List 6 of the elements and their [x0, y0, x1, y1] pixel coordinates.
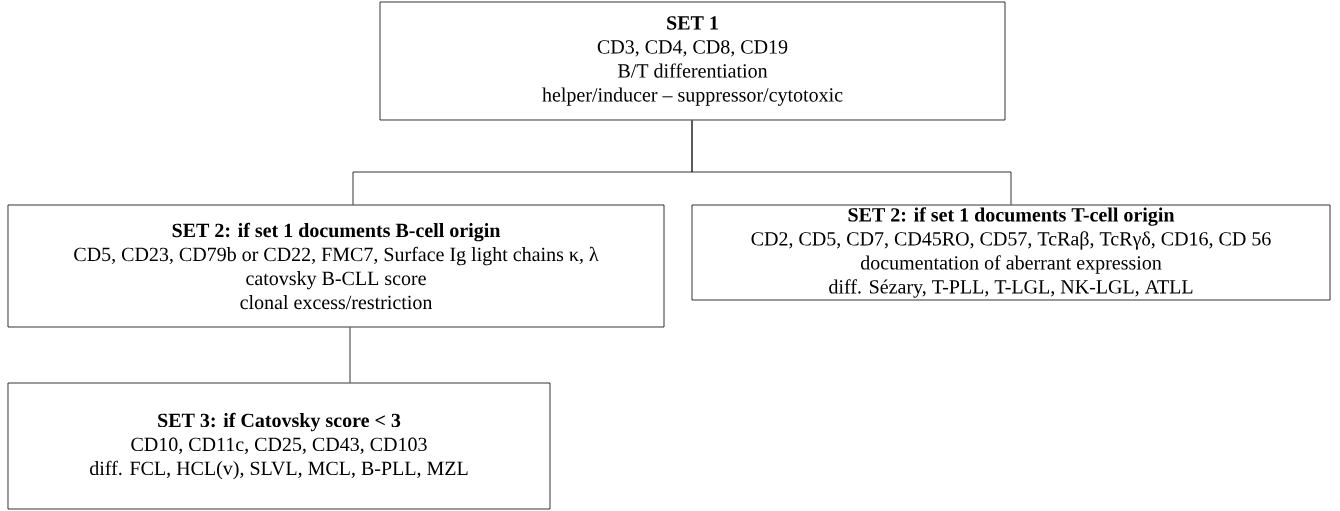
panel-box: SET 2: if set 1 documents T-cell origin CD2, CD5, CD7, CD45RO, CD57, TcRaβ, TcRγδ, CD16, CD 56 documentation of aberrant expression diff. Sézary, T-PLL, T-LGL, NK-LGL, ATLL	[691, 204, 1331, 301]
panel-box: SET 2: if set 1 documents B-cell origin CD5, CD23, CD79b or CD22, FMC7, Surface Ig light chains κ, λ catovsky B-CLL score clonal excess/restriction	[7, 204, 665, 328]
connector-line	[691, 120, 1012, 205]
connector-line	[349, 327, 351, 383]
panel-box: SET 1 CD3, CD4, CD8, CD19 B/T differentiation helper/inducer – suppressor/cytotoxic	[379, 1, 1006, 121]
panel-box: SET 3: if Catovsky score < 3 CD10, CD11c, CD25, CD43, CD103 diff. FCL, HCL(v), SLVL, MCL, B-PLL, MZL	[7, 382, 551, 510]
